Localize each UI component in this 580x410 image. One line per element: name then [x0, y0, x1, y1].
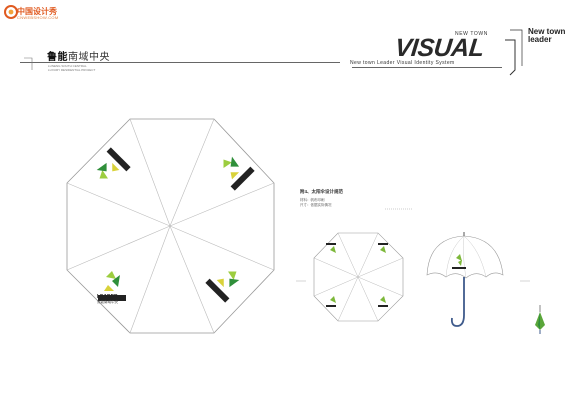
site-watermark: [4, 4, 74, 26]
spec-material: 材料：帆布印刷: [300, 198, 325, 202]
project-title-rest: 南域中央: [68, 52, 110, 63]
panel-logo-bottom-left: [98, 271, 126, 301]
brand-corner-line-2: leader: [528, 35, 552, 44]
panel-logo-top-left: [96, 147, 131, 179]
project-title-bold: 鲁能: [47, 52, 68, 63]
header-rule-left: [20, 62, 40, 63]
site-url: CNWEBSHOW.COM: [17, 15, 59, 20]
brand-new-town: NEW TOWN: [455, 31, 488, 37]
spec-size: 尺寸：依据实际情况: [300, 203, 332, 207]
project-subtitle-line-1: LUNENG SOUTH CENTRAL: [48, 64, 87, 68]
brand-corner: New town leader: [528, 28, 565, 44]
spec-title: 附4、太阳伞设计规范: [300, 189, 344, 194]
brand-tagline: New town Leader Visual Identity System: [350, 60, 455, 66]
site-logo-icon: [4, 5, 18, 19]
brand-corner-line-1: New town: [528, 27, 566, 36]
panel-logo-word: LEADER: [97, 294, 118, 300]
site-name: 中国设计秀: [17, 7, 57, 16]
header-rule-main: [40, 62, 340, 63]
header-rule-right: [352, 67, 502, 68]
project-subtitle: LUNENG SOUTH CENTRAL LUXURY RESIDENTIAL …: [48, 64, 95, 72]
panel-logo-name: 鲁能南域中央: [97, 300, 118, 304]
project-title: 鲁能南域中央: [47, 48, 110, 63]
project-subtitle-line-2: LUXURY RESIDENTIAL PROJECT: [48, 68, 96, 72]
